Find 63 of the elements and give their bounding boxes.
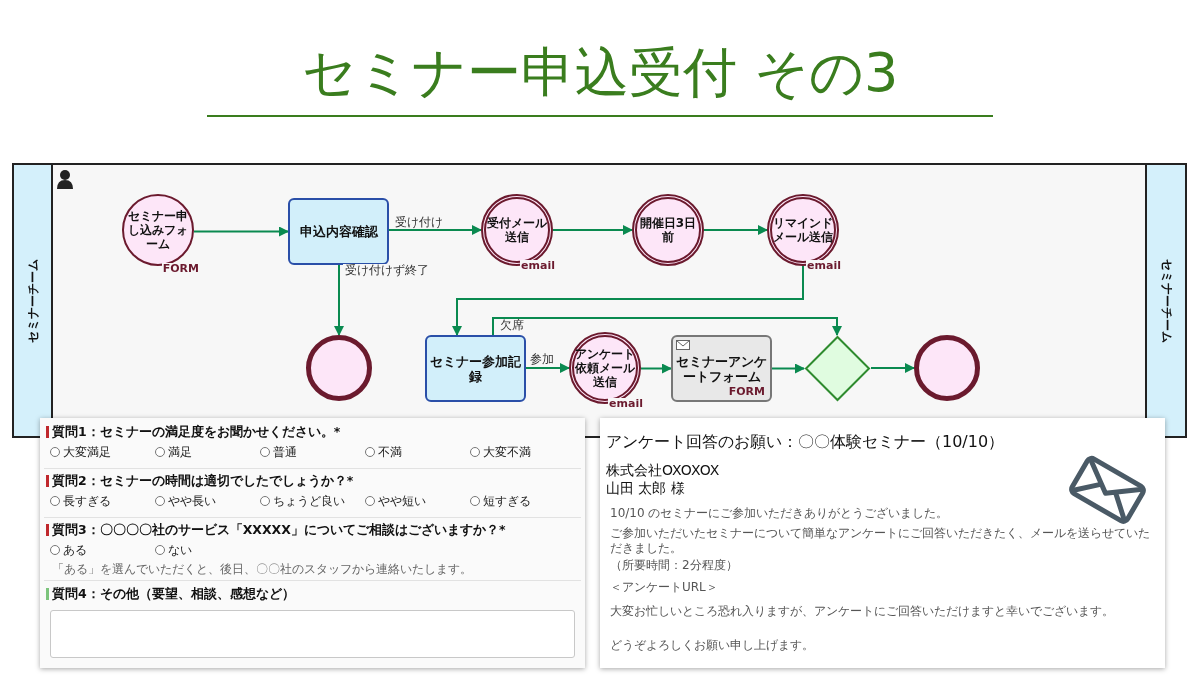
lane-header bbox=[1145, 163, 1187, 438]
radio-option: ちょうど良い bbox=[260, 494, 345, 508]
node-label: 開催日3日前 bbox=[638, 216, 698, 244]
edge-label: 受け付け bbox=[393, 216, 445, 229]
radio-option: 満足 bbox=[155, 445, 192, 459]
lane-header bbox=[12, 163, 53, 438]
task-box bbox=[671, 335, 772, 402]
arrow bbox=[388, 225, 482, 235]
arrow bbox=[771, 363, 805, 374]
node-label: セミナー参加記録 bbox=[429, 353, 522, 384]
node-label: アンケート依頼メール送信 bbox=[574, 347, 636, 389]
radio-option: ある bbox=[50, 543, 87, 557]
radio-option: 不満 bbox=[365, 445, 402, 459]
lane-title: セミナーチーム bbox=[26, 258, 39, 343]
email-body-text: どうぞよろしくお願い申し上げます。 bbox=[610, 638, 814, 653]
email-subject: アンケート回答のお願い：〇〇体験セミナー（10/10） bbox=[606, 432, 1005, 453]
radio-option: やや短い bbox=[365, 494, 426, 508]
edge-label: 受け付けず終了 bbox=[343, 264, 431, 277]
type-tag: FORM bbox=[727, 386, 766, 398]
edge-label: 欠席 bbox=[498, 319, 526, 332]
question-label: 質問2：セミナーの時間は適切でしたでしょうか？* bbox=[46, 475, 354, 487]
type-tag: email bbox=[806, 260, 842, 272]
node-label: 受付メール送信 bbox=[486, 216, 548, 244]
question-label: 質問1：セミナーの満足度をお聞かせください。* bbox=[46, 426, 341, 438]
arrow bbox=[640, 363, 672, 374]
type-tag: email bbox=[520, 260, 556, 272]
radio-option: 長すぎる bbox=[50, 494, 111, 508]
radio-option: 大変不満 bbox=[470, 445, 531, 459]
gateway-diamond bbox=[804, 335, 871, 402]
email-body-text: 10/10 のセミナーにご参加いただきありがとうございました。 bbox=[610, 506, 949, 521]
type-tag: FORM bbox=[161, 263, 200, 275]
email-body-text: ご参加いただいたセミナーについて簡単なアンケートにご回答いただきたく、メールを送らせていただきました。 bbox=[610, 526, 1151, 556]
arrow bbox=[492, 317, 842, 336]
arrow bbox=[452, 265, 804, 336]
email-body-text: （所要時間：2分程度） bbox=[610, 558, 738, 573]
node-label: 申込内容確認 bbox=[298, 224, 379, 239]
task-box bbox=[425, 335, 526, 402]
help-text: 「ある」を選んでいただくと、後日、〇〇社のスタッフから連絡いたします。 bbox=[52, 561, 472, 578]
arrow bbox=[552, 225, 633, 235]
node-label: セミナーアンケートフォーム bbox=[675, 353, 768, 384]
type-tag: email bbox=[608, 398, 644, 410]
arrow bbox=[334, 264, 344, 336]
email-recipient: 株式会社OXOXOX bbox=[606, 462, 720, 480]
radio-option: やや長い bbox=[155, 494, 216, 508]
email-body-text: 大変お忙しいところ恐れ入りますが、アンケートにご回答いただけますと幸いでございます。 bbox=[610, 604, 1114, 619]
node-label: リマインドメール送信 bbox=[772, 216, 834, 244]
radio-option: 大変満足 bbox=[50, 445, 111, 459]
arrow bbox=[870, 363, 915, 373]
node-label: セミナー申し込みフォーム bbox=[127, 209, 189, 251]
radio-option: 短すぎる bbox=[470, 494, 531, 508]
radio-option: 普通 bbox=[260, 445, 297, 459]
question-label: 質問4：その他（要望、相談、感想など） bbox=[46, 588, 295, 600]
arrow bbox=[525, 363, 570, 373]
question-label: 質問3：〇〇〇〇社のサービス「XXXXX」についてご相談はございますか？* bbox=[46, 524, 506, 536]
email-body-text: ＜アンケートURL＞ bbox=[610, 580, 718, 595]
email-recipient: 山田 太郎 様 bbox=[606, 480, 685, 498]
lane-title: セミナーチーム bbox=[1159, 258, 1173, 343]
arrow bbox=[703, 225, 768, 235]
task-box bbox=[288, 198, 389, 265]
edge-label: 参加 bbox=[528, 353, 556, 366]
radio-option: ない bbox=[155, 543, 192, 557]
slide-title: セミナー申込受付 その3 bbox=[300, 40, 900, 106]
arrow bbox=[193, 226, 289, 237]
